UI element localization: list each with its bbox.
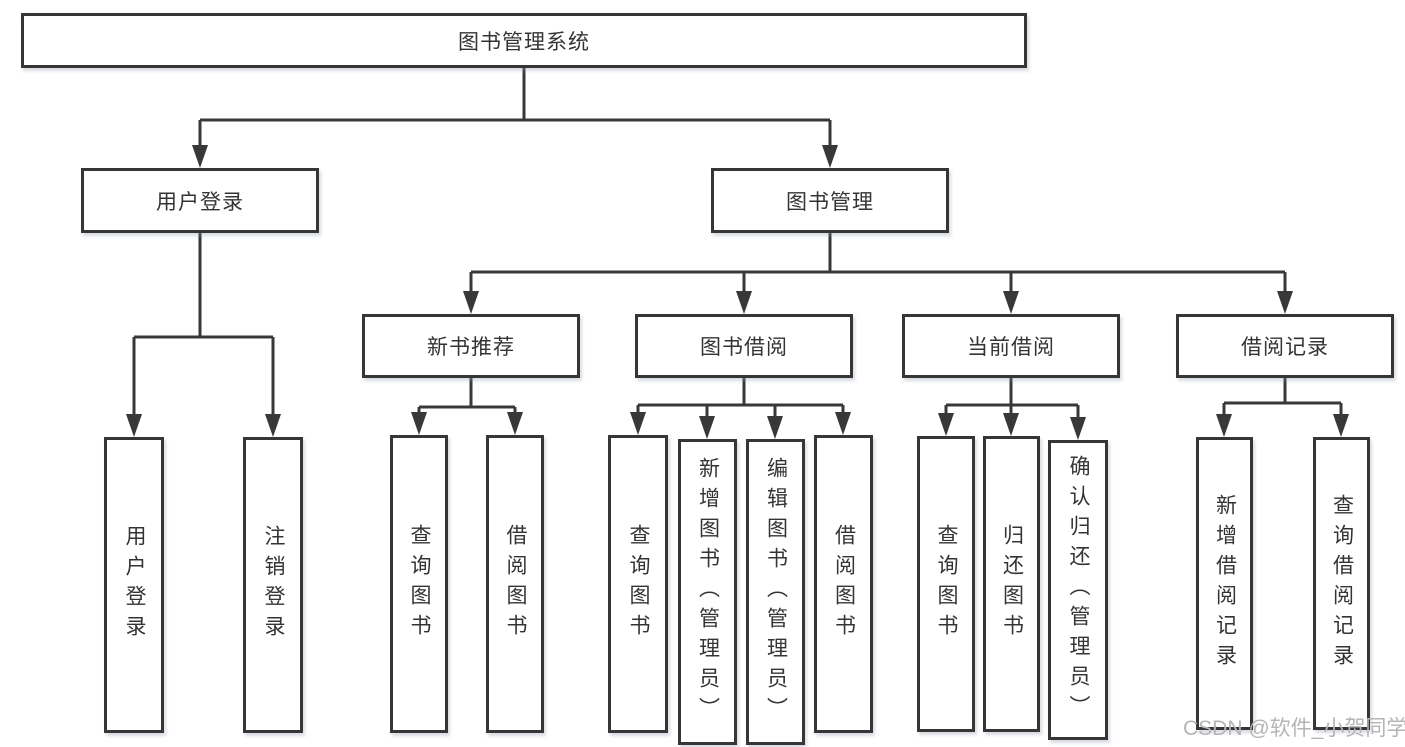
connector-borrow-records-branch bbox=[1222, 378, 1343, 418]
node-borrow-books-borrow: 借阅图书 bbox=[814, 435, 873, 733]
node-logout: 注销登录 bbox=[243, 437, 303, 733]
node-label: 用户登录 bbox=[123, 525, 147, 645]
connector-user-login-branch bbox=[132, 233, 275, 418]
node-label: 借阅图书 bbox=[504, 524, 528, 644]
connector-book-management-branch bbox=[469, 233, 1287, 295]
node-query-books-newrec: 查询图书 bbox=[390, 435, 448, 733]
node-label: 归还图书 bbox=[1000, 524, 1024, 644]
node-current-borrowing: 当前借阅 bbox=[902, 314, 1120, 378]
node-edit-books-admin: 编辑图书（管理员） bbox=[746, 439, 805, 745]
connector-new-book-branch bbox=[417, 378, 517, 416]
connector-root-to-level2 bbox=[198, 68, 832, 148]
node-label: 查询图书 bbox=[627, 524, 651, 644]
node-query-borrow-record: 查询借阅记录 bbox=[1313, 437, 1370, 730]
watermark: CSDN @软件_小贺同学 bbox=[1183, 717, 1405, 740]
node-label: 借阅图书 bbox=[832, 524, 856, 644]
node-label: 查询借阅记录 bbox=[1330, 493, 1354, 674]
node-confirm-return-admin: 确认归还（管理员） bbox=[1048, 440, 1108, 740]
node-query-books-borrow: 查询图书 bbox=[608, 435, 668, 733]
connector-current-borrow-branch bbox=[944, 378, 1080, 421]
node-user-login: 用户登录 bbox=[81, 168, 319, 233]
node-book-management: 图书管理 bbox=[711, 168, 949, 233]
node-borrow-books-newrec: 借阅图书 bbox=[486, 435, 544, 733]
node-user-login-action: 用户登录 bbox=[104, 437, 164, 733]
node-label: 查询图书 bbox=[408, 524, 432, 644]
node-return-books: 归还图书 bbox=[983, 436, 1040, 732]
node-label: 新增图书（管理员） bbox=[696, 457, 720, 727]
node-add-books-admin: 新增图书（管理员） bbox=[678, 439, 737, 745]
connector-book-borrow-branch bbox=[636, 378, 845, 420]
node-label: 新增借阅记录 bbox=[1213, 493, 1237, 674]
node-new-book-recommend: 新书推荐 bbox=[362, 314, 580, 378]
node-add-borrow-record: 新增借阅记录 bbox=[1196, 437, 1253, 730]
arrowheads bbox=[126, 145, 1349, 440]
node-book-borrowing: 图书借阅 bbox=[635, 314, 853, 378]
node-label: 编辑图书（管理员） bbox=[764, 457, 788, 727]
node-library-management-system: 图书管理系统 bbox=[21, 13, 1027, 68]
node-label: 注销登录 bbox=[262, 525, 286, 645]
node-label: 确认归还（管理员） bbox=[1067, 455, 1091, 725]
node-borrowing-records: 借阅记录 bbox=[1176, 314, 1394, 378]
node-query-books-current: 查询图书 bbox=[917, 436, 975, 732]
node-label: 查询图书 bbox=[935, 524, 959, 644]
